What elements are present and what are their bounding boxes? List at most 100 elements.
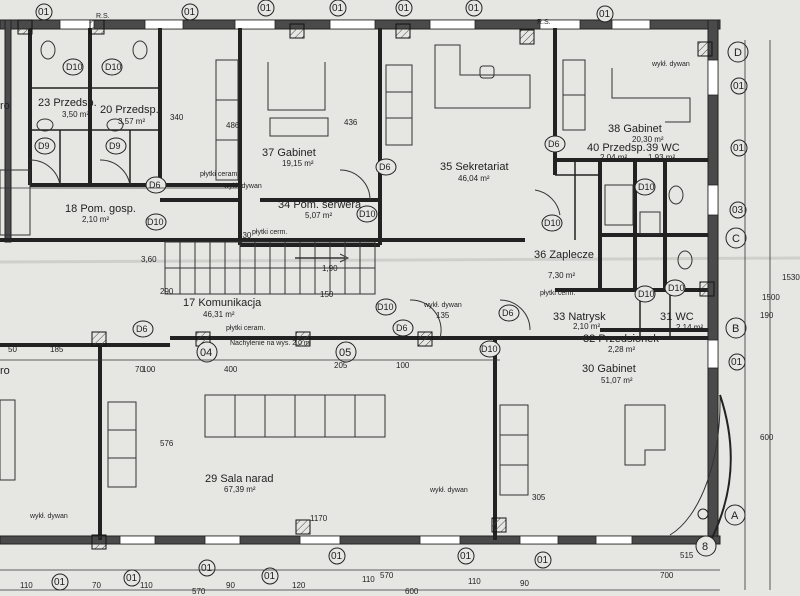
dim-400: 400 [224,365,238,374]
room-23-area: 3,50 m² [62,110,89,119]
dim-100-b: 100 [396,361,410,370]
window-tag-01-a: 01 [38,7,50,18]
grid-axes [196,41,749,557]
dim-bottom-1: 110 [20,581,33,590]
furniture [0,44,691,496]
grid-axis-b: B [732,323,739,335]
note-rs-2: R.S. [537,19,551,26]
dim-1500: 1500 [762,293,780,302]
room-33-label: 33 Natrysk [553,311,606,323]
window-tag-01-e: 01 [398,3,410,14]
room-32-area: 2,28 m² [608,345,635,354]
dim-bottom-3: 110 [140,581,153,590]
door-tag-d6-f: D6 [502,308,514,318]
dim-total-305: 305 [532,493,546,502]
room-18-label: 18 Pom. gosp. [65,203,136,215]
dim-50: 50 [8,345,17,354]
dim-70: 70 [135,365,144,374]
room-18-area: 2,10 m² [82,215,109,224]
room-38-label: 38 Gabinet [608,123,662,135]
room-left-top-label: ro [0,100,10,112]
grid-axis-labels: D C B A 04 05 8 [200,47,742,553]
room-34-area: 5,07 m² [305,211,332,220]
window-tag-01-k: 01 [54,577,66,588]
room-30-label: 30 Gabinet [582,363,636,375]
window-openings [59,19,719,545]
window-tag-01-f: 01 [468,3,480,14]
room-36-area: 7,30 m² [548,271,575,280]
dim-total-600: 600 [405,587,419,596]
dim-stair-190: 1,90 [322,264,338,273]
room-labels: 23 Przedsp. 3,50 m² 20 Przedsp. 3,57 m² … [0,97,703,494]
room-17-label: 17 Komunikacja [183,297,262,309]
room-37-area: 19,15 m² [282,159,314,168]
room-30-area: 51,07 m² [601,376,633,385]
door-tag-d9-b: D10 [105,62,122,72]
door-tag-d6-c: D6 [548,139,560,149]
door-tag-d9-a: D10 [66,62,83,72]
curved-wall [711,394,732,539]
window-tag-01-i: 01 [733,143,745,154]
window-tag-01-l: 01 [126,573,138,584]
room-40-area: 2,04 m² [600,153,627,162]
grid-axis-b-marker [725,317,747,339]
dim-190: 190 [760,311,774,320]
note-tiles-3: płytki cerm. [252,229,287,236]
room-37-label: 37 Gabinet [262,147,316,159]
door-tag-markers [34,58,686,358]
door-tag-d11-b: D10 [544,218,561,228]
dim-total-515: 515 [680,551,694,560]
note-rs-1: R.S. [96,13,110,20]
door-tag-d6-b: D6 [379,162,391,172]
dim-stair-150: 150 [320,290,334,299]
dim-bottom-6: 110 [362,575,375,584]
room-29-label: 29 Sala narad [205,473,274,485]
dim-bottom-2: 70 [92,581,101,590]
note-tiles-1: płytki ceram. [200,171,239,178]
dim-stair-290: 290 [160,287,174,296]
window-tag-01-d: 01 [332,3,344,14]
dim-100-a: 100 [142,365,156,374]
room-31-label: 31 WC [660,311,694,323]
room-39-area: 1,93 m² [648,153,675,162]
door-swings [29,159,721,536]
sanitary-fixtures [36,40,693,270]
grid-num-05-marker [335,341,357,363]
dim-bottom-7: 110 [468,577,481,586]
room-31-area: 2,14 m² [676,323,703,332]
dim-total-570: 570 [192,587,206,596]
door-tag-d8-a: D9 [38,141,50,151]
window-tag-01-q: 01 [537,555,549,566]
note-slope: Nachylenie na wys. 2,0 m [230,340,310,347]
door-tag-d11-a: D10 [147,217,164,227]
door-tag-d9-d: D10 [638,289,655,299]
door-tag-labels: D10 D10 D9 D9 D6 D10 D6 D10 D6 D10 D6 D1… [38,62,685,354]
room-35-area: 46,04 m² [458,174,490,183]
grid-axis-d-marker [727,41,749,63]
door-tag-d8-b: D9 [109,141,121,151]
dim-bottom-8: 90 [520,579,529,588]
thin-partitions [30,87,671,338]
window-tag-01-j: 01 [731,357,743,368]
note-carpet-3: wykł. dywan [429,487,468,494]
room-38-area: 20,30 m² [632,135,664,144]
window-tag-01-g: 01 [599,9,611,20]
grid-axis-d: D [734,47,742,59]
door-tag-d12: D10 [377,302,394,312]
interior-walls [0,28,708,540]
dim-total-570-b: 570 [380,571,394,580]
room-35-label: 35 Sekretariat [440,161,509,173]
grid-num-04: 04 [200,347,212,359]
dim-600: 600 [760,433,774,442]
note-carpet-4: wykł. dywan [29,513,68,520]
room-23-label: 23 Przedsp. [38,97,97,109]
grid-axis-c: C [732,233,740,245]
room-32-label: 32 Przedsionek [583,333,659,345]
door-tag-d6-a: D6 [149,180,161,190]
window-tag-01-n: 01 [264,571,276,582]
room-40-label: 40 Przedsp. [587,142,646,154]
dim-576: 576 [160,439,174,448]
room-left-bottom-label: ro [0,365,10,377]
note-carpet-2: wykł. dywan [423,302,462,309]
